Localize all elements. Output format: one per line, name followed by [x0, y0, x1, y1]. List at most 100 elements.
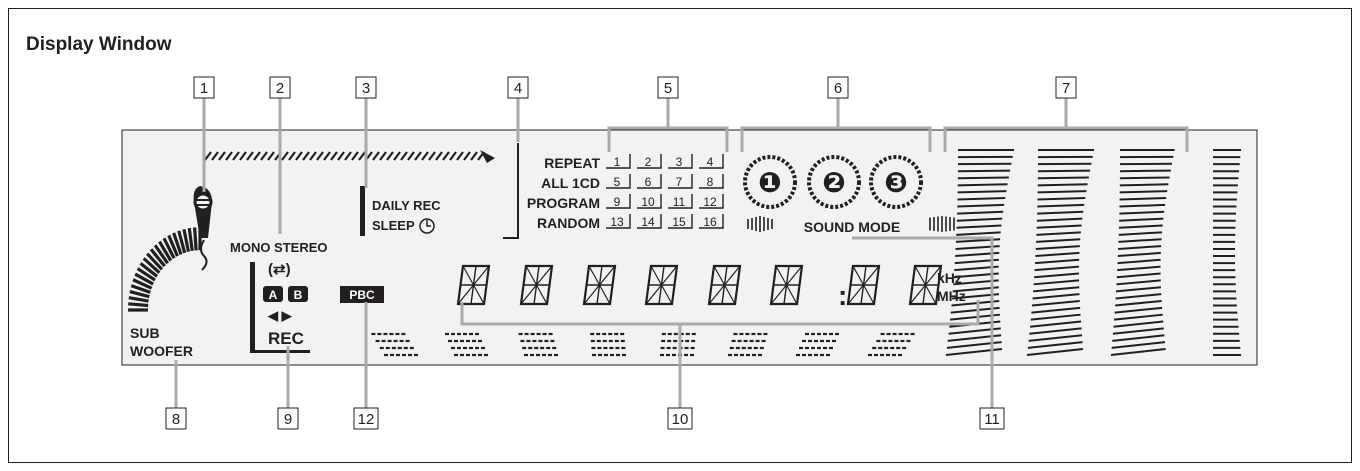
callout-5: 5 — [664, 80, 672, 97]
disc-cell — [699, 174, 724, 189]
figure-frame — [8, 8, 1352, 463]
random-indicator: RANDOM — [537, 215, 600, 231]
segment-digit — [707, 264, 742, 306]
mhz-indicator: MHz — [937, 288, 966, 304]
spectrum-analyzer — [371, 332, 915, 357]
reverse-mode-icon: (⇄) — [268, 261, 291, 278]
timer-icon — [419, 218, 435, 234]
callout-10: 10 — [672, 411, 689, 428]
sound-mode-indicator: SOUND MODE — [747, 216, 955, 235]
woofer-indicator: WOOFER — [130, 343, 193, 359]
disc-number: 7 — [676, 175, 683, 189]
surround-band — [1213, 149, 1241, 356]
disc-number: 6 — [645, 175, 652, 189]
tape-direction-arrows: ◀ ▶ — [267, 308, 293, 323]
callout-8: 8 — [172, 411, 180, 428]
top-stripe-band — [204, 150, 495, 163]
mono-stereo-indicator: MONO STEREO — [230, 240, 328, 255]
disc-cell — [606, 194, 631, 209]
disc-number: 14 — [641, 215, 655, 229]
disc-number: 15 — [672, 215, 686, 229]
svg-text:A: A — [269, 288, 278, 302]
disc-number: 2 — [645, 155, 652, 169]
disc-cell — [668, 154, 693, 169]
time-colon: : — [838, 280, 847, 311]
surround-band — [1110, 149, 1175, 356]
segment-digit — [846, 264, 881, 306]
pbc-indicator: PBC — [349, 288, 375, 302]
sleep-indicator: SLEEP — [372, 218, 415, 233]
disc-number: 8 — [707, 175, 714, 189]
disc-number: 5 — [614, 175, 621, 189]
segment-digit — [456, 264, 491, 306]
disc-cell — [637, 194, 662, 209]
disc-cell — [668, 194, 693, 209]
disc-cell — [668, 214, 693, 229]
sub-indicator: SUB — [130, 325, 160, 341]
disc-cell — [606, 214, 631, 229]
callout-4: 4 — [514, 80, 522, 97]
disc-cell — [699, 154, 724, 169]
pbc-badge — [340, 286, 384, 303]
tray-ring — [869, 155, 923, 209]
all-1cd-indicator: ALL 1CD — [541, 175, 600, 191]
tray-number: ❶ — [758, 166, 782, 199]
disc-number: 13 — [610, 215, 624, 229]
callout-7: 7 — [1062, 80, 1070, 97]
callout-1: 1 — [200, 80, 208, 97]
segment-digit — [644, 264, 679, 306]
rec-underline — [250, 350, 310, 353]
daily-sleep-bar — [360, 186, 365, 236]
callout-markers: 1 2 3 4 5 6 7 8 9 10 11 12 — [165, 76, 1077, 430]
spectrum-band — [728, 332, 768, 357]
segment-digit — [908, 264, 943, 306]
deck-a-badge — [263, 286, 283, 302]
disc-number: 3 — [676, 155, 683, 169]
disc-number: 11 — [673, 195, 686, 209]
disc-cell — [606, 154, 631, 169]
daily-rec-indicator: DAILY REC — [372, 198, 441, 213]
callout-leaders — [174, 98, 1189, 408]
disc-number: 16 — [703, 215, 717, 229]
disc-cell — [606, 174, 631, 189]
tray-number: ❸ — [884, 166, 908, 199]
khz-indicator: kHz — [937, 270, 962, 286]
svg-text:B: B — [294, 288, 303, 302]
spectrum-band — [445, 332, 488, 357]
surround-band — [1026, 149, 1094, 356]
svg-text:SOUND MODE: SOUND MODE — [804, 219, 900, 235]
tray-number: ❷ — [822, 166, 846, 199]
disc-cell — [699, 194, 724, 209]
segment-digit — [519, 264, 554, 306]
figure-title: Display Window — [26, 34, 172, 55]
disc-number: 1 — [614, 155, 621, 169]
segment-digit — [582, 264, 617, 306]
disc-number: 12 — [703, 195, 717, 209]
callout-3: 3 — [362, 80, 370, 97]
disc-cell — [637, 214, 662, 229]
program-indicator: PROGRAM — [527, 195, 600, 211]
callout-11: 11 — [984, 411, 1000, 428]
deck-b-badge — [288, 286, 308, 302]
disc-number: 10 — [641, 195, 655, 209]
disc-cell — [699, 214, 724, 229]
tray-ring — [743, 155, 797, 209]
callout-2: 2 — [276, 80, 284, 97]
callout-6: 6 — [834, 80, 842, 97]
spectrum-band — [590, 332, 626, 357]
spectrum-band — [868, 332, 915, 357]
segment-digit — [769, 264, 804, 306]
spectrum-band — [371, 332, 418, 357]
disc-tray-indicators: ❶ ❷ ❸ — [743, 155, 923, 209]
disc-cell — [637, 174, 662, 189]
tape-bar — [250, 262, 255, 350]
disc-cell — [668, 174, 693, 189]
spectrum-band — [796, 332, 839, 357]
callout-9: 9 — [284, 411, 292, 428]
spectrum-band — [660, 332, 696, 357]
tray-ring — [807, 155, 861, 209]
level-meter-arc — [128, 227, 202, 312]
repeat-indicator: REPEAT — [544, 155, 600, 171]
